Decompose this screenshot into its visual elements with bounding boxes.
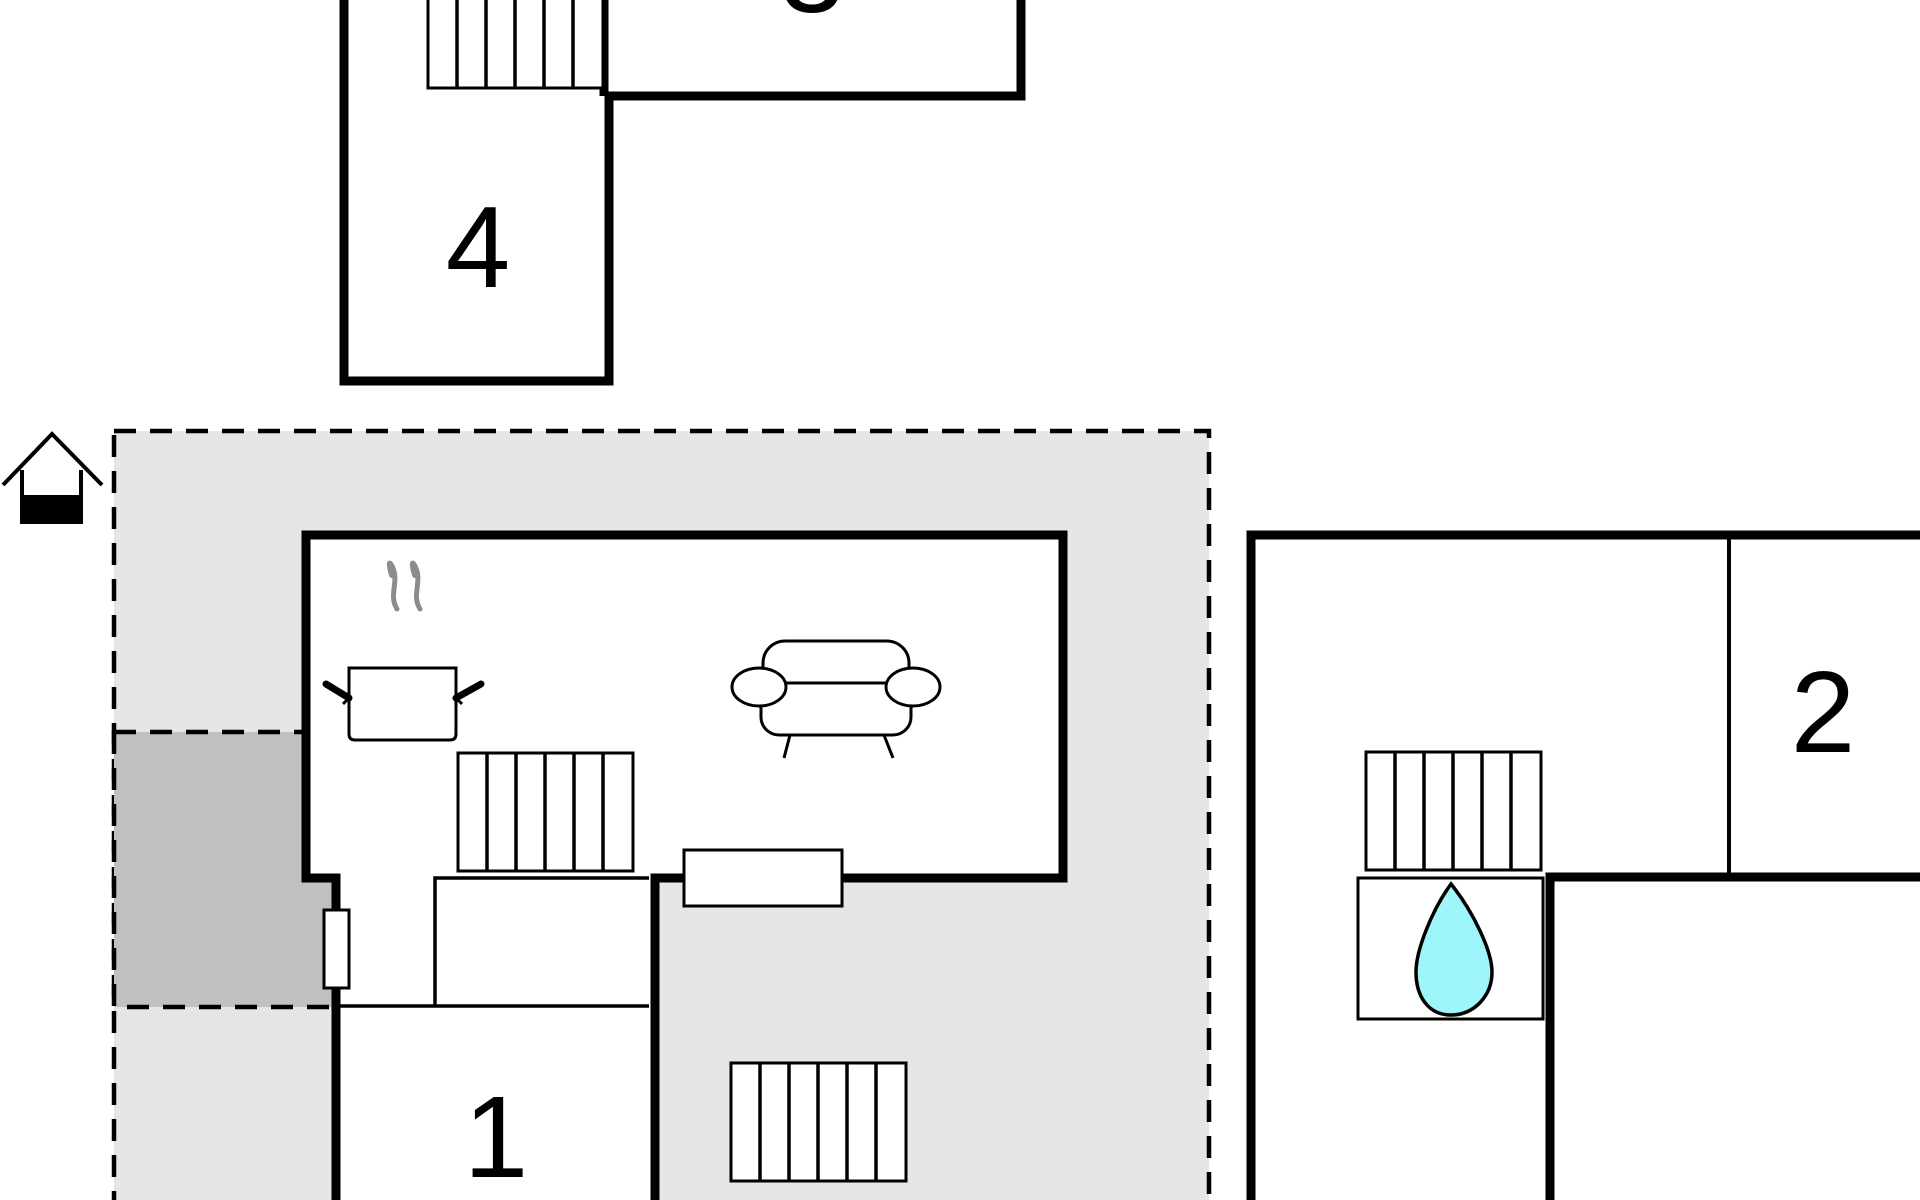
house-icon <box>1 431 104 524</box>
cooking-pot-icon <box>322 560 485 742</box>
kitchen-counter <box>433 876 649 1005</box>
window <box>322 908 351 990</box>
room-label-2: 2 <box>1791 647 1856 777</box>
room-label-1: 1 <box>464 1072 529 1200</box>
wall-unit <box>682 848 844 908</box>
covered-area <box>111 729 339 1010</box>
room-label-3: 3 <box>780 0 845 37</box>
radiator-icon <box>426 0 605 90</box>
radiator-icon <box>1364 750 1543 872</box>
right-building-interior <box>1251 535 1920 1200</box>
right-building-wall <box>1246 530 1920 1200</box>
right-building-wall-inner <box>1545 872 1920 1200</box>
radiator-icon <box>456 751 635 873</box>
sofa-icon <box>730 639 942 759</box>
room-label-4: 4 <box>446 182 511 312</box>
water-drop-icon <box>1414 881 1494 1017</box>
upper-building-wall <box>339 0 1026 386</box>
radiator-icon <box>729 1061 908 1183</box>
